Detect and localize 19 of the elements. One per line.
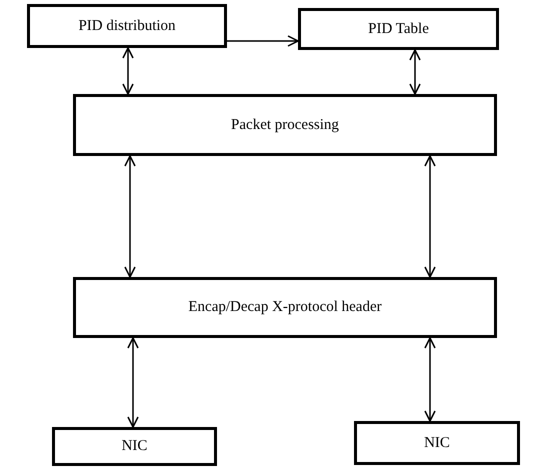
arrow <box>409 49 421 95</box>
box-label: Encap/Decap X-protocol header <box>188 299 382 316</box>
box-label: Packet processing <box>231 116 339 134</box>
box-label: NIC <box>424 434 450 452</box>
arrow <box>424 155 436 278</box>
process-box <box>52 427 217 466</box>
box-label: PID distribution <box>78 18 176 34</box>
arrow <box>122 47 134 95</box>
arrow <box>124 155 136 278</box>
box-label: NIC <box>122 438 148 455</box>
arrow <box>424 337 436 422</box>
process-box <box>27 4 227 48</box>
arrow <box>227 35 299 47</box>
box-label: PID Table <box>368 20 429 38</box>
arrow <box>127 337 139 428</box>
process-box <box>73 94 497 156</box>
process-box <box>298 8 499 50</box>
process-box <box>73 277 497 338</box>
process-box <box>354 421 520 465</box>
